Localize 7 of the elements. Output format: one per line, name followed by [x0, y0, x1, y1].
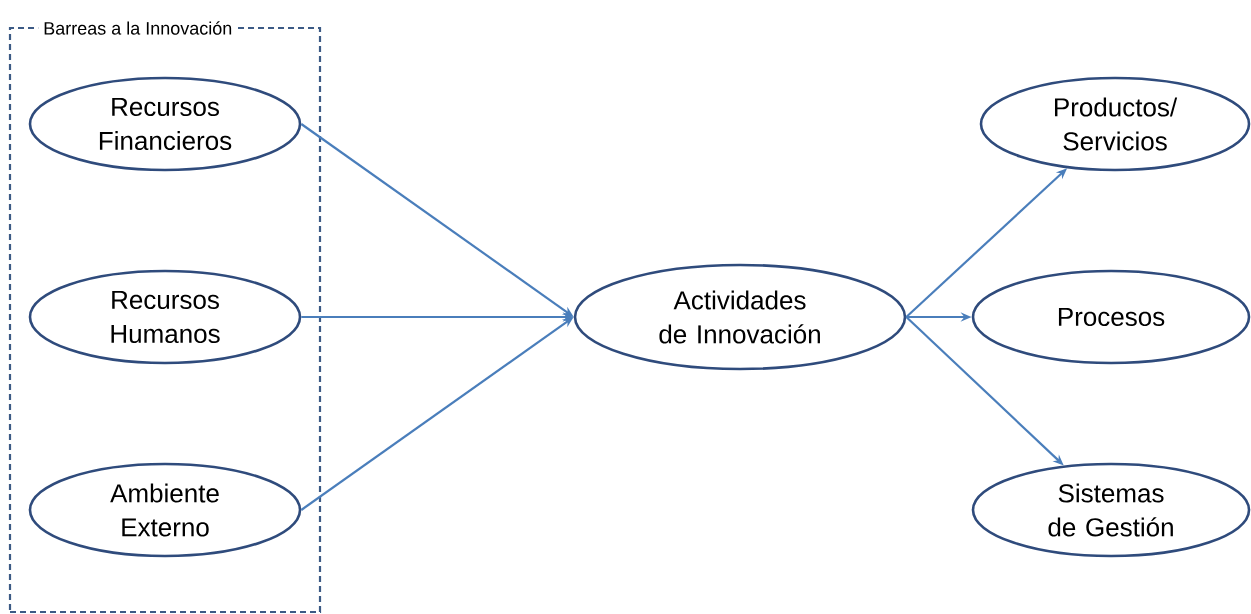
ellipse-node: Procesos: [971, 269, 1251, 365]
ellipse-node: Sistemas de Gestión: [971, 462, 1251, 558]
ellipse-node: Productos/ Servicios: [979, 76, 1251, 172]
ellipse-node: Recursos Financieros: [28, 76, 302, 172]
ellipse-node: Actividades de Innovación: [573, 263, 907, 371]
ellipse-node: Ambiente Externo: [28, 462, 302, 558]
ellipse-node: Recursos Humanos: [28, 269, 302, 365]
